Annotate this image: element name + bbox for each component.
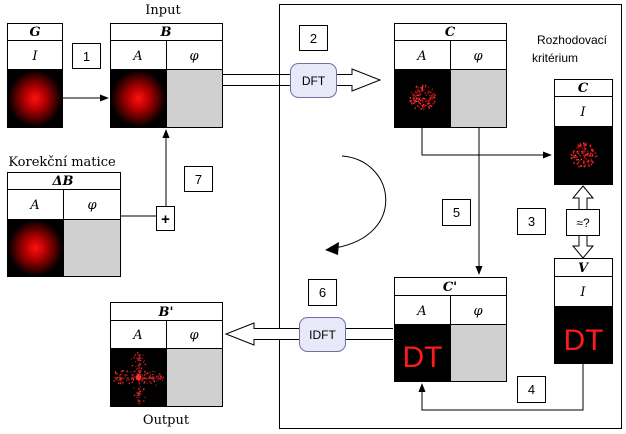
block-c-intensity: C I [554, 79, 613, 185]
c-prime-amplitude-image [395, 325, 450, 381]
block-b-col-a: A [132, 49, 142, 64]
criterion-label-line1: Rozhodovací [537, 33, 608, 47]
c-prime-image-text: DT [403, 341, 443, 374]
step-1: 1 [83, 49, 90, 64]
step-6: 6 [319, 285, 326, 300]
b-phase-image [167, 70, 222, 127]
compare-label: ≈? [576, 216, 590, 230]
block-c-title: C [445, 25, 456, 40]
plus-operator [156, 206, 175, 231]
block-delta-b-col-phi: φ [87, 198, 97, 213]
arrow-idft-to-b-prime [224, 322, 299, 346]
v-image-text: DT [564, 324, 604, 357]
compare-operator [566, 209, 600, 236]
block-c-prime: C' A φ DT [394, 277, 507, 382]
iteration-arc [334, 155, 387, 249]
idft-label: IDFT [309, 328, 336, 342]
delta-b-phase-image [64, 220, 120, 276]
processing-frame [279, 4, 622, 429]
b-prime-phase-image [167, 349, 222, 406]
plus-symbol: + [161, 211, 170, 228]
c-prime-phase-image [451, 325, 506, 381]
input-label: Input [145, 3, 181, 18]
block-b: B A φ [110, 23, 223, 128]
correction-label: Korekční matice [8, 155, 116, 170]
block-c: C A φ [394, 23, 507, 128]
arrow-b-to-dft [223, 74, 291, 86]
arrow-c-prime-to-idft [343, 328, 393, 340]
delta-b-amplitude-image [8, 220, 63, 276]
block-c-prime-col-a: A [416, 304, 426, 319]
step-4: 4 [528, 382, 535, 397]
dft-label: DFT [302, 74, 326, 88]
v-image [555, 307, 612, 363]
block-c-intensity-title: C [578, 81, 589, 96]
gaussian-image [8, 70, 62, 127]
block-c-col-phi: φ [473, 49, 483, 64]
block-c-intensity-sub: I [579, 105, 586, 120]
block-g-title: G [29, 25, 40, 40]
arrow-v-to-c-prime [418, 364, 584, 411]
c-phase-image [451, 70, 506, 127]
block-c-col-a: A [416, 49, 426, 64]
c-intensity-speckle [570, 142, 598, 168]
block-delta-b: ΔB A φ [7, 172, 121, 277]
arrow-dft-to-c [337, 68, 382, 92]
block-v: V I DT [554, 258, 613, 364]
block-b-col-phi: φ [189, 49, 199, 64]
block-g-sub: I [31, 49, 38, 64]
c-speckle-pattern [409, 84, 436, 110]
block-b-prime: B' A φ [110, 302, 223, 407]
block-v-title: V [578, 261, 590, 276]
step-5: 5 [453, 205, 460, 220]
b-amplitude-image [111, 70, 166, 127]
block-b-prime-col-a: A [132, 328, 142, 343]
block-b-prime-col-phi: φ [189, 328, 199, 343]
block-c-prime-col-phi: φ [473, 304, 483, 319]
step-7: 7 [195, 172, 202, 187]
arrow-c-to-criterion [421, 128, 552, 159]
step-3: 3 [528, 214, 535, 229]
block-b-title: B [160, 25, 172, 40]
b-prime-diffraction-pattern [113, 351, 165, 405]
dft-operator [290, 63, 337, 98]
output-label: Output [143, 413, 190, 428]
block-delta-b-col-a: A [29, 198, 39, 213]
criterion-label-line2: kritérium [532, 51, 578, 65]
block-delta-b-title: ΔB [51, 174, 73, 189]
idft-operator [299, 317, 346, 352]
block-g: G I [7, 23, 63, 128]
block-b-prime-title: B' [158, 305, 174, 320]
block-v-sub: I [579, 285, 586, 300]
iteration-arrowhead [325, 242, 339, 255]
block-c-prime-title: C' [443, 280, 457, 295]
step-2: 2 [310, 31, 317, 46]
